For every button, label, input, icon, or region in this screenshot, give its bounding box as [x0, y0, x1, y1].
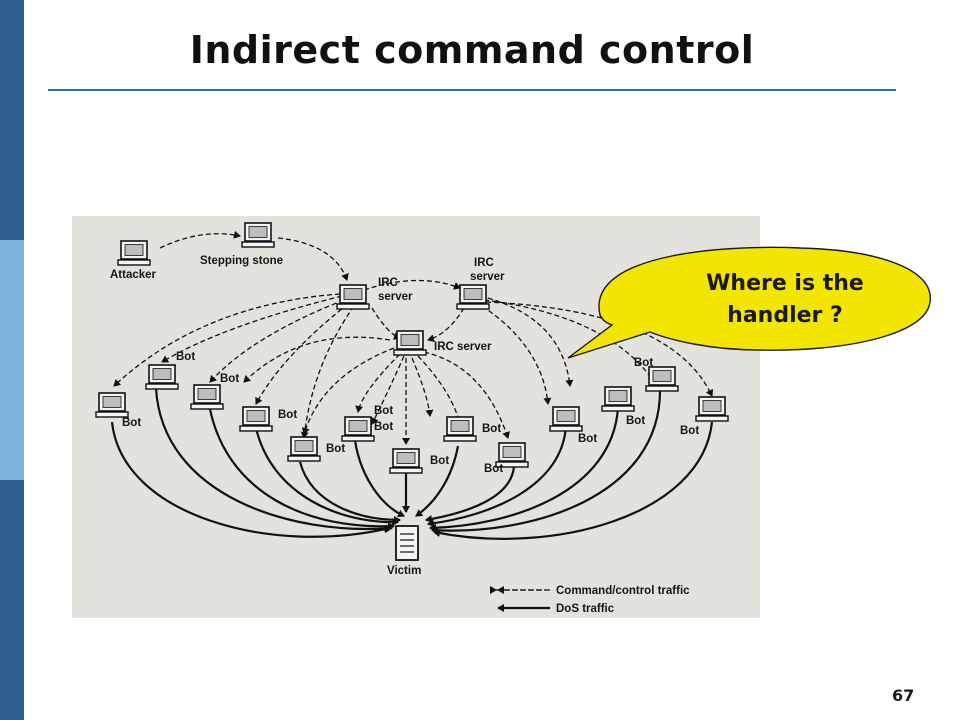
irc-server-2-label-line2: server — [470, 271, 505, 283]
title-underline — [48, 89, 896, 91]
bot-label: Bot — [220, 373, 239, 385]
bot-label: Bot — [626, 415, 645, 427]
stepping-stone-computer-icon — [241, 222, 275, 248]
bot-computer-icon — [145, 364, 179, 390]
bot-label: Bot — [680, 425, 699, 437]
stepping-stone-label: Stepping stone — [200, 255, 283, 267]
irc-server-computer-icon — [456, 284, 490, 310]
bot-label: Bot — [176, 351, 195, 363]
bot-computer-icon — [645, 366, 679, 392]
legend-command-label: Command/control traffic — [556, 585, 690, 597]
sidebar-segment-bottom — [0, 480, 24, 720]
sidebar-segment-top — [0, 0, 24, 240]
bot-computer-icon — [389, 448, 423, 474]
victim-server-icon — [395, 525, 419, 561]
bot-label: Bot — [374, 421, 393, 433]
bot-label: Bot — [278, 409, 297, 421]
bot-computer-icon — [190, 384, 224, 410]
sidebar-accent — [0, 0, 24, 720]
bot-label: Bot — [122, 417, 141, 429]
irc-server-1-label-line1: IRC — [378, 277, 398, 289]
callout-line-1: Where is the — [706, 271, 864, 296]
bot-label: Bot — [430, 455, 449, 467]
bot-computer-icon — [443, 416, 477, 442]
bot-computer-icon — [695, 396, 729, 422]
page-number: 67 — [892, 686, 915, 705]
bot-label: Bot — [326, 443, 345, 455]
irc-server-computer-icon — [336, 284, 370, 310]
attacker-computer-icon — [117, 240, 151, 266]
bot-label: Bot — [578, 433, 597, 445]
bot-computer-icon — [239, 406, 273, 432]
callout-text: Where is the handler ? — [670, 268, 900, 332]
speech-bubble-callout: Where is the handler ? — [540, 240, 940, 370]
victim-label: Victim — [387, 565, 421, 577]
bot-label: Bot — [374, 405, 393, 417]
legend-dos-label: DoS traffic — [556, 603, 615, 615]
bot-computer-icon — [287, 436, 321, 462]
irc-server-3-label: IRC server — [434, 341, 492, 353]
irc-server-2-label-line1: IRC — [474, 257, 494, 269]
bot-computer-icon — [341, 416, 375, 442]
bot-computer-icon — [95, 392, 129, 418]
irc-server-computer-icon — [393, 330, 427, 356]
bot-computer-icon — [601, 386, 635, 412]
irc-server-1-label-line2: server — [378, 291, 413, 303]
sidebar-segment-middle — [0, 240, 24, 480]
attacker-label: Attacker — [110, 269, 157, 281]
bot-computer-icon — [549, 406, 583, 432]
bot-label: Bot — [484, 463, 503, 475]
slide-title: Indirect command control — [189, 28, 755, 72]
bot-label: Bot — [482, 423, 501, 435]
bot-label: Bot — [634, 357, 653, 369]
callout-line-2: handler ? — [727, 303, 843, 328]
botnet-diagram-svg: Attacker Stepping stone IRC server IRC s… — [95, 222, 729, 615]
